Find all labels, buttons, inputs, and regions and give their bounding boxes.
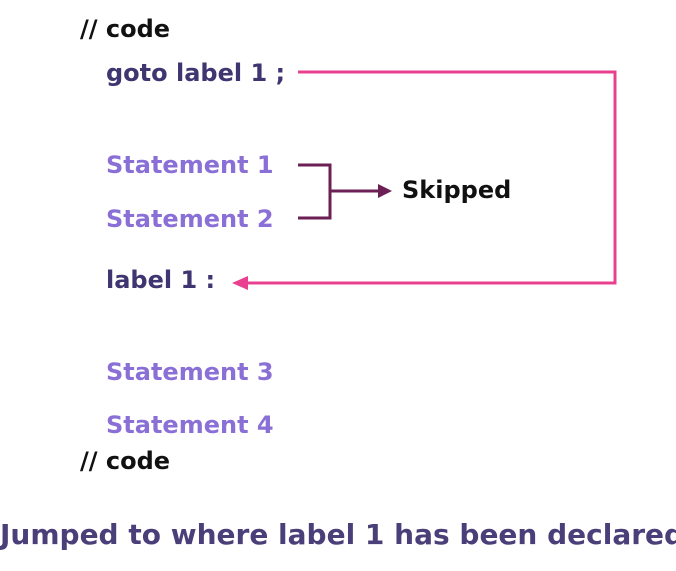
comment-top: // code	[80, 15, 171, 43]
statement-1: Statement 1	[106, 151, 274, 179]
skip-arrowhead	[378, 184, 392, 198]
skipped-label: Skipped	[402, 176, 512, 204]
comment-bottom: // code	[80, 447, 171, 475]
jump-arrowhead	[232, 276, 248, 290]
label-declaration: label 1 :	[106, 266, 216, 294]
goto-statement: goto label 1 ;	[106, 59, 286, 87]
jump-arrow-path	[246, 70, 617, 285]
caption: Jumped to where label 1 has been declare…	[0, 518, 676, 551]
skip-bracket-path	[298, 163, 332, 220]
skip-bracket	[298, 163, 392, 220]
statement-3: Statement 3	[106, 358, 274, 386]
statement-2: Statement 2	[106, 205, 274, 233]
statement-4: Statement 4	[106, 411, 274, 439]
jump-arrow	[232, 70, 617, 290]
